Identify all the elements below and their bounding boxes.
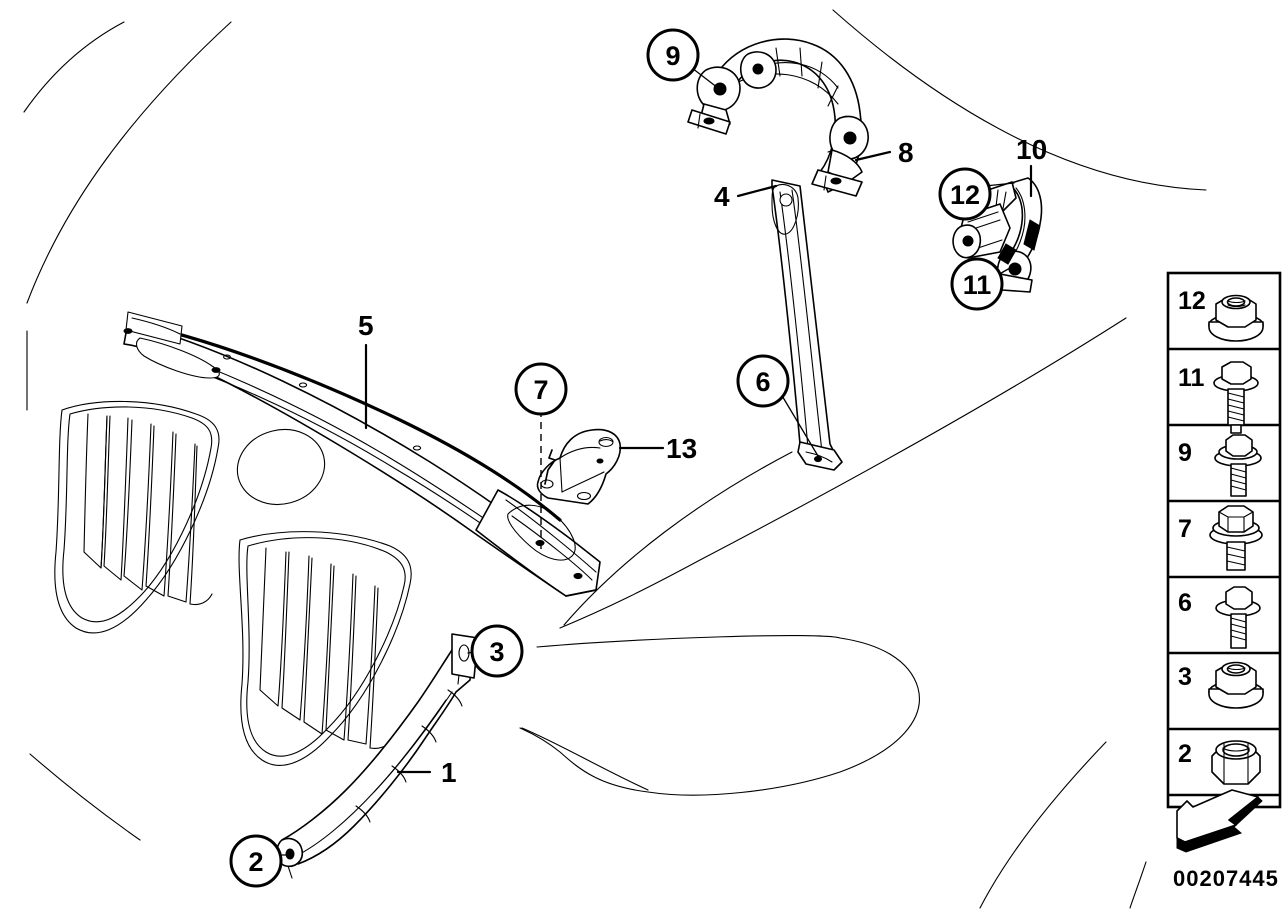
callout-label-9: 9 <box>665 41 680 71</box>
legend-label-3: 3 <box>1178 663 1192 691</box>
leader-4 <box>736 184 778 198</box>
part-4-vertical-strut <box>771 179 843 471</box>
callout-label-1: 1 <box>441 757 457 788</box>
callout-label-2: 2 <box>248 847 263 877</box>
legend-icon-hex-bolt-9 <box>1214 434 1262 497</box>
diagram-code: 00207445 <box>1173 866 1279 891</box>
legend-label-2: 2 <box>1178 740 1192 768</box>
leader-8 <box>854 150 892 162</box>
legend-label-11: 11 <box>1178 364 1205 392</box>
part-10-latch-bracket <box>952 177 1043 293</box>
callout-label-5: 5 <box>358 310 374 341</box>
callout-circle-9[interactable] <box>646 28 700 82</box>
legend-icon-hex-bolt-7 <box>1209 505 1263 571</box>
legend-label-6: 6 <box>1178 589 1192 617</box>
callout-label-10: 10 <box>1016 134 1047 165</box>
callout-label-8: 8 <box>898 137 914 168</box>
legend-icon-hex-bolt-6 <box>1215 586 1261 649</box>
callout-label-3: 3 <box>489 637 504 667</box>
callout-label-12: 12 <box>950 180 980 210</box>
part-8-curved-bracket <box>687 38 869 197</box>
callout-circle-7[interactable] <box>514 362 568 416</box>
legend-label-9: 9 <box>1178 439 1192 467</box>
legend-icon-hex-bolt-11 <box>1213 361 1259 434</box>
legend-icon-flange-nut-12 <box>1208 294 1264 342</box>
legend-icon-arrow-block <box>1176 789 1263 853</box>
leader-9 <box>691 67 719 89</box>
part-5-cross-member <box>123 311 601 597</box>
callout-label-4: 4 <box>714 181 730 212</box>
callout-circle-12[interactable] <box>938 167 992 221</box>
callout-label-13: 13 <box>666 433 697 464</box>
hood-contour-ellipse <box>236 429 326 505</box>
legend-icon-flange-nut-3 <box>1208 661 1264 709</box>
callout-circle-11[interactable] <box>950 257 1004 311</box>
callout-label-11: 11 <box>963 270 992 300</box>
callout-labels: 2 3 6 7 9 11 12 1 4 5 8 10 13 <box>248 41 1047 877</box>
kidney-grille-left <box>54 400 220 634</box>
callout-circle-2[interactable] <box>229 834 283 888</box>
fastener-legend: 12 11 9 <box>1166 271 1282 853</box>
callout-leaders <box>273 67 1033 856</box>
legend-label-7: 7 <box>1178 515 1192 543</box>
callout-label-7: 7 <box>533 375 548 405</box>
part-13-mounting-bracket <box>536 428 622 505</box>
callout-circle-6[interactable] <box>736 354 790 408</box>
callout-bubbles <box>229 28 1004 888</box>
callout-circle-3[interactable] <box>470 624 524 678</box>
legend-label-12: 12 <box>1178 287 1206 315</box>
vehicle-body-outlines <box>23 9 1207 909</box>
legend-icon-hex-nut-2 <box>1211 740 1261 785</box>
kidney-grille-right <box>238 531 412 766</box>
leader-6 <box>780 393 819 457</box>
callout-label-6: 6 <box>755 367 770 397</box>
